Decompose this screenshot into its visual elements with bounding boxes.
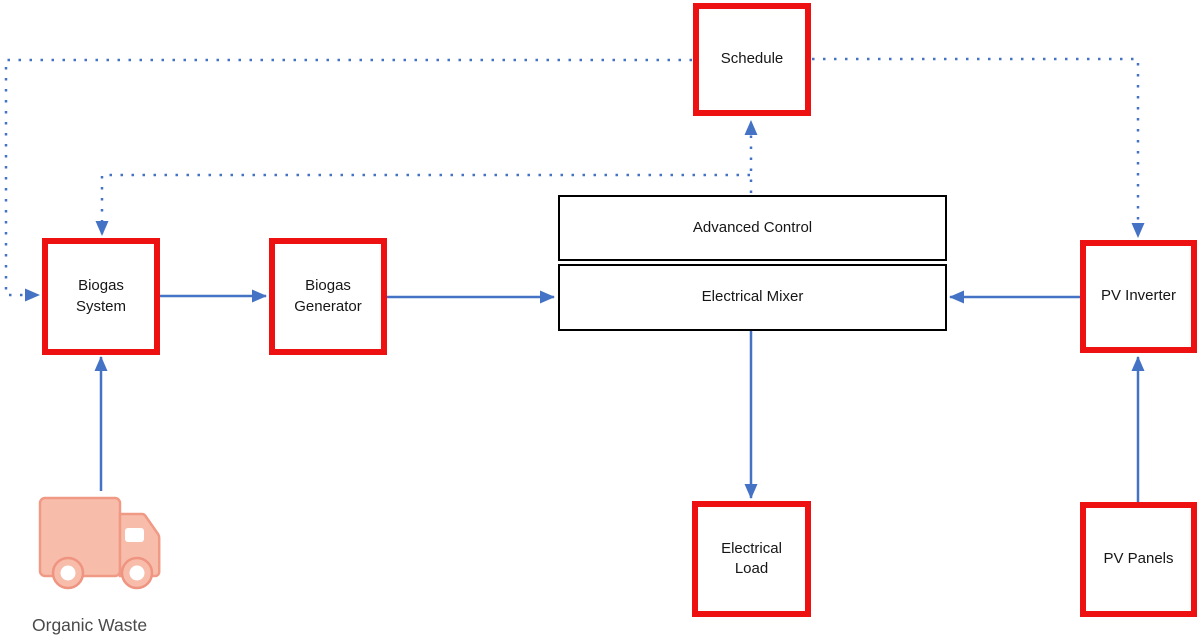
electrical-load-label: Electrical Load	[721, 539, 782, 577]
biogas-generator-label: Biogas Generator	[294, 277, 362, 315]
node-pv-panels: PV Panels	[1080, 502, 1197, 617]
advanced-control-label: Advanced Control	[692, 218, 813, 236]
node-electrical-mixer: Electrical Mixer	[558, 264, 947, 331]
node-advanced-control: Advanced Control	[558, 195, 947, 261]
truck-icon	[38, 496, 161, 590]
node-biogas-system: Biogas System	[42, 238, 160, 355]
pv-panels-label: PV Panels	[1103, 550, 1174, 568]
organic-waste-caption: Organic Waste	[32, 615, 148, 635]
schedule-label: Schedule	[720, 50, 784, 68]
pv-inverter-label: PV Inverter	[1100, 287, 1177, 305]
biogas-system-label: Biogas System	[75, 277, 126, 315]
node-schedule: Schedule	[693, 3, 811, 116]
electrical-mixer-label: Electrical Mixer	[701, 288, 804, 306]
edge-schedule-to-biogas-system	[4, 58, 692, 302]
node-electrical-load: Electrical Load	[692, 501, 811, 617]
node-biogas-generator: Biogas Generator	[269, 238, 387, 355]
node-pv-inverter: PV Inverter	[1080, 240, 1197, 353]
